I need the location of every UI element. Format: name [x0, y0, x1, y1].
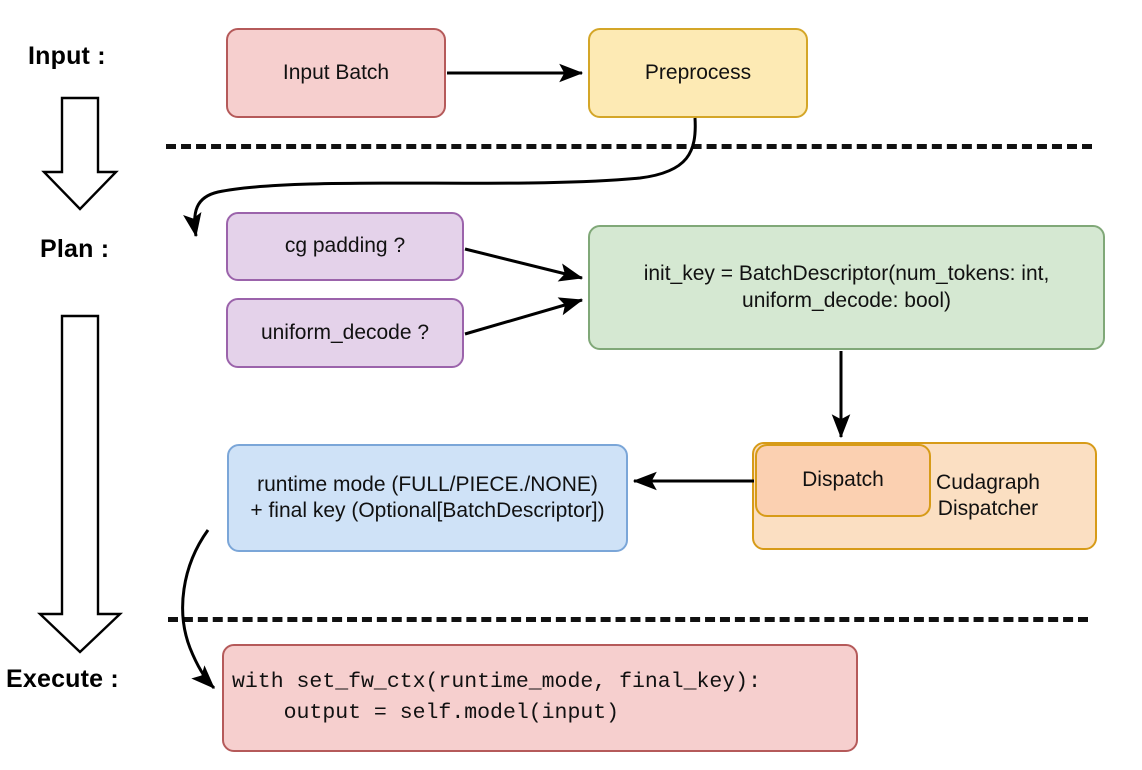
- node-runtime-mode-line1: runtime mode (FULL/PIECE./NONE): [257, 472, 598, 496]
- edge-cg-padding-to-init-key: [464, 247, 584, 282]
- lane-label-input: Input :: [28, 42, 106, 70]
- edge-runtime-mode-to-execute: [181, 529, 216, 690]
- node-cudagraph-dispatcher-line1: Cudagraph: [936, 470, 1040, 494]
- node-runtime-mode-line2: + final key (Optional[BatchDescriptor]): [250, 499, 605, 522]
- plan-execute-divider: [168, 617, 1088, 622]
- node-init-key-line1: init_key = BatchDescriptor(num_tokens: i…: [643, 262, 1050, 286]
- node-dispatch[interactable]: Dispatch: [755, 444, 931, 517]
- node-cg-padding-label: cg padding ?: [284, 234, 406, 258]
- node-input-batch-label: Input Batch: [282, 60, 390, 84]
- stage-arrow-input-to-plan: [41, 96, 119, 211]
- node-uniform-decode[interactable]: uniform_decode ?: [226, 298, 464, 368]
- node-preprocess[interactable]: Preprocess: [588, 28, 808, 118]
- node-execute-code-line1: with set_fw_ctx(runtime_mode, final_key)…: [232, 669, 761, 694]
- node-runtime-mode[interactable]: runtime mode (FULL/PIECE./NONE) + final …: [227, 444, 628, 552]
- node-cg-padding[interactable]: cg padding ?: [226, 212, 464, 281]
- lane-label-execute: Execute :: [6, 665, 119, 693]
- node-input-batch[interactable]: Input Batch: [226, 28, 446, 118]
- node-execute-code[interactable]: with set_fw_ctx(runtime_mode, final_key)…: [222, 644, 858, 752]
- stage-arrow-plan-to-execute: [36, 314, 124, 654]
- node-execute-code-line2: output = self.model(input): [232, 701, 620, 725]
- node-init-key-line2: uniform_decode: bool): [742, 288, 951, 312]
- node-preprocess-label: Preprocess: [644, 60, 752, 84]
- node-uniform-decode-label: uniform_decode ?: [260, 320, 430, 344]
- node-cudagraph-dispatcher-line2: Dispatcher: [937, 497, 1039, 520]
- edge-uniform-decode-to-init-key: [464, 297, 584, 336]
- lane-label-plan: Plan :: [40, 235, 110, 263]
- input-plan-divider: [166, 144, 1092, 149]
- node-init-key[interactable]: init_key = BatchDescriptor(num_tokens: i…: [588, 225, 1105, 350]
- node-dispatch-label: Dispatch: [802, 468, 884, 492]
